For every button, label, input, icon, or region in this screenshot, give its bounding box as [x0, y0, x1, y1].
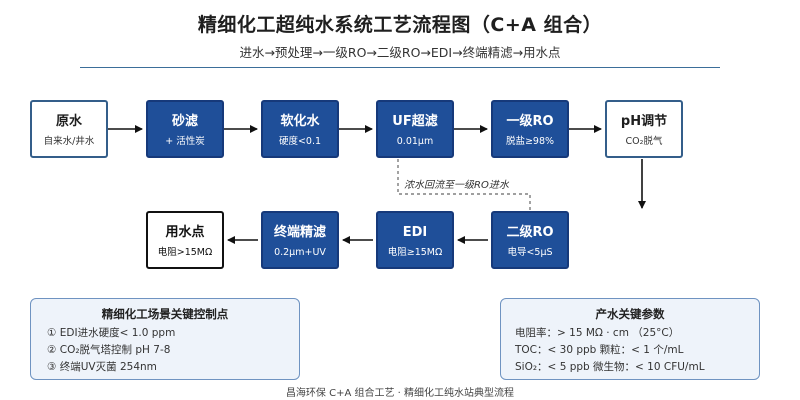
node-softener: 软化水 硬度<0.1 — [261, 100, 339, 158]
node-name: 原水 — [55, 114, 82, 129]
node-name: EDI — [402, 225, 428, 240]
node-sub: + 活性炭 — [165, 136, 205, 147]
node-ph-adjust: pH调节 CO₂脱气 — [605, 100, 683, 158]
node-name: 终端精滤 — [273, 225, 326, 240]
node-name: 砂滤 — [171, 114, 198, 129]
node-edi: EDI 电阻≥15MΩ — [376, 211, 454, 269]
node-ro2: 二级RO 电导<5μS — [491, 211, 569, 269]
recycle-note: 浓水回流至一级RO进水 — [400, 176, 513, 191]
footer-caption: 昌海环保 C+A 组合工艺 · 精细化工纯水站典型流程 — [285, 388, 515, 399]
node-use-point: 用水点 电阻>15MΩ — [146, 211, 224, 269]
param-item: SiO₂：< 5 ppb 微生物：< 10 CFU/mL — [515, 361, 705, 373]
node-raw-water: 原水 自来水/井水 — [30, 100, 108, 158]
process-summary: 进水→预处理→一级RO→二级RO→EDI→终端精滤→用水点 — [239, 45, 561, 60]
param-item: TOC：< 30 ppb 颗粒：< 1 个/mL — [515, 344, 684, 356]
control-point-item: ① EDI进水硬度< 1.0 ppm — [47, 327, 176, 339]
node-sand-filter: 砂滤 + 活性炭 — [146, 100, 224, 158]
node-sub: 0.01μm — [396, 136, 434, 147]
node-sub: 电阻>15MΩ — [157, 247, 213, 258]
page-title: 精细化工超纯水系统工艺流程图（C+A 组合） — [197, 14, 603, 36]
control-points-panel: 精细化工场景关键控制点 ① EDI进水硬度< 1.0 ppm ② CO₂脱气塔控… — [30, 298, 300, 380]
node-name: 用水点 — [165, 225, 205, 240]
control-point-item: ③ 终端UV灭菌 254nm — [47, 361, 157, 373]
node-sub: CO₂脱气 — [625, 136, 663, 147]
node-sub: 电阻≥15MΩ — [387, 247, 443, 258]
node-name: UF超滤 — [392, 114, 438, 129]
node-name: 二级RO — [506, 225, 554, 240]
node-uf: UF超滤 0.01μm — [376, 100, 454, 158]
node-sub: 自来水/井水 — [43, 136, 95, 147]
key-params-panel: 产水关键参数 电阻率：> 15 MΩ · cm （25°C） TOC：< 30 … — [500, 298, 760, 380]
node-sub: 脱盐≥98% — [505, 136, 555, 147]
node-name: 软化水 — [280, 114, 320, 129]
node-ro1: 一级RO 脱盐≥98% — [491, 100, 569, 158]
node-sub: 硬度<0.1 — [278, 136, 322, 147]
control-point-item: ② CO₂脱气塔控制 pH 7-8 — [47, 344, 171, 356]
node-sub: 0.2μm+UV — [274, 247, 326, 258]
param-item: 电阻率：> 15 MΩ · cm （25°C） — [515, 327, 680, 339]
node-name: 一级RO — [506, 114, 554, 129]
node-sub: 电导<5μS — [507, 247, 553, 258]
panel-heading: 精细化工场景关键控制点 — [101, 307, 229, 321]
node-name: pH调节 — [620, 114, 668, 129]
recycle-dashed-line — [397, 158, 531, 210]
title-divider — [80, 67, 720, 68]
panel-heading: 产水关键参数 — [595, 307, 665, 321]
node-terminal-filter: 终端精滤 0.2μm+UV — [261, 211, 339, 269]
